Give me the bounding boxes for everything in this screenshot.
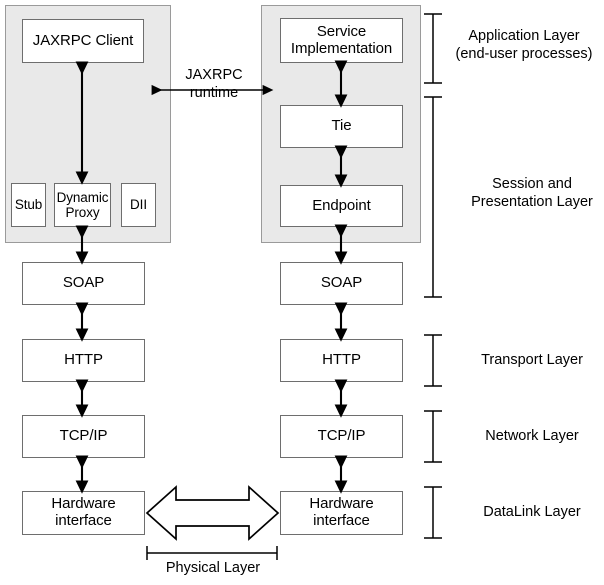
box-client-http-label: HTTP xyxy=(64,351,103,369)
box-stub-label: Stub xyxy=(14,197,43,213)
box-dii: DII xyxy=(121,183,156,227)
box-dii-label: DII xyxy=(130,197,147,213)
box-server-tcpip-label: TCP/IP xyxy=(317,427,366,445)
box-server-soap: SOAP xyxy=(280,262,403,305)
box-client-soap: SOAP xyxy=(22,262,145,305)
box-dynamic-proxy: Dynamic Proxy xyxy=(54,183,111,227)
box-client-tcpip: TCP/IP xyxy=(22,415,145,458)
box-tie: Tie xyxy=(280,105,403,148)
box-endpoint: Endpoint xyxy=(280,185,403,227)
box-client-http: HTTP xyxy=(22,339,145,382)
box-client-tcpip-label: TCP/IP xyxy=(59,427,108,445)
box-service-implementation-label: Service Implementation xyxy=(290,22,393,57)
bracket-application-layer xyxy=(424,13,442,84)
jaxrpc-runtime-label: JAXRPC runtime xyxy=(185,67,243,102)
physical-layer-label: Physical Layer xyxy=(165,560,261,576)
box-server-hardware: Hardware interface xyxy=(280,491,403,535)
box-client-soap-label: SOAP xyxy=(62,274,105,292)
box-dynamic-proxy-label: Dynamic Proxy xyxy=(56,189,109,220)
box-server-http-label: HTTP xyxy=(322,351,361,369)
box-client-hardware-label: Hardware interface xyxy=(51,495,116,529)
transport-layer-label: Transport Layer xyxy=(481,352,583,368)
network-layer-label: Network Layer xyxy=(485,428,579,444)
box-jaxrpc-client-label: JAXRPC Client xyxy=(32,31,134,49)
bracket-session-presentation-layer xyxy=(424,96,442,298)
box-endpoint-label: Endpoint xyxy=(312,196,371,214)
box-service-implementation: Service Implementation xyxy=(280,18,403,63)
box-server-hardware-label: Hardware interface xyxy=(309,495,374,529)
box-client-hardware: Hardware interface xyxy=(22,491,145,535)
box-server-soap-label: SOAP xyxy=(320,274,363,292)
box-server-http: HTTP xyxy=(280,339,403,382)
box-tie-label: Tie xyxy=(331,117,352,135)
session-presentation-layer-label: Session and Presentation Layer xyxy=(471,176,593,211)
datalink-layer-label: DataLink Layer xyxy=(483,504,581,520)
physical-layer-block-arrow xyxy=(145,485,280,541)
box-stub: Stub xyxy=(11,183,46,227)
bracket-datalink-layer xyxy=(424,486,442,539)
bracket-transport-layer xyxy=(424,334,442,387)
box-server-tcpip: TCP/IP xyxy=(280,415,403,458)
box-jaxrpc-client: JAXRPC Client xyxy=(22,19,144,63)
bracket-network-layer xyxy=(424,410,442,463)
physical-layer-bracket xyxy=(146,546,278,560)
application-layer-label: Application Layer (end-user processes) xyxy=(455,28,593,63)
